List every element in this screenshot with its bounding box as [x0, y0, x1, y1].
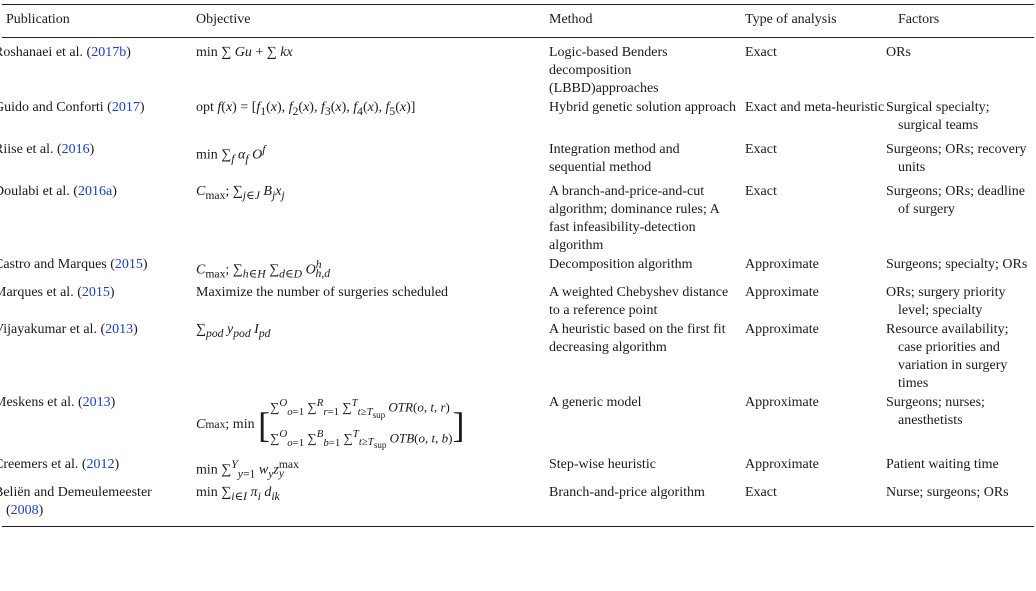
cell-publication: Guido and Conforti (2017) [0, 98, 192, 140]
header-analysis: Type of analysis [741, 4, 894, 38]
publication-close-paren: ) [142, 257, 148, 272]
cell-method: Logic-based Benders decomposition (LBBD)… [549, 45, 668, 96]
publication-authors: Vijayakumar et al. ( [0, 322, 106, 338]
publication-close-paren: ) [89, 142, 95, 157]
table-row: Guido and Conforti (2017)opt f(x) = [f1(… [0, 98, 1034, 140]
cell-analysis: Approximate [745, 395, 819, 411]
citation-year-link[interactable]: 2016 [61, 142, 90, 157]
cell-method: A generic model [549, 395, 642, 411]
header-row: Publication Objective Method Type of ana… [2, 4, 1034, 38]
publications-table: Publication Objective Method Type of ana… [0, 4, 1034, 528]
table-row: Beliën and Demeulemeester (2008)min ∑i∈I… [0, 483, 1034, 528]
publication-close-paren: ) [110, 395, 116, 411]
cell-factors: ORs; surgery priority level; specialty [886, 285, 1006, 319]
publication-authors: Doulabi et al. ( [0, 184, 78, 199]
cell-method: A weighted Chebyshev distance to a refer… [549, 285, 729, 319]
citation-year-link[interactable]: 2015 [81, 285, 110, 301]
cell-objective: min ∑f αf Of [196, 143, 266, 166]
citation-year-link[interactable]: 2016a [77, 184, 113, 199]
cell-publication: Riise et al. (2016) [0, 140, 192, 182]
cell-objective: Cmax; ∑h∈H ∑d∈D Ohh,d [196, 258, 331, 281]
publication-authors: Marques et al. ( [0, 285, 82, 301]
cell-factors: Surgeons; ORs; deadline of surgery [886, 184, 1025, 217]
publication-close-paren: ) [112, 184, 117, 199]
publication-close-paren: ) [133, 322, 138, 338]
cell-factors: ORs [886, 45, 911, 60]
cell-method: Branch-and-price algorithm [545, 483, 741, 528]
cell-publication: Creemers et al. (2012) [0, 455, 192, 483]
cell-method: A branch-and-price-and-cut algorithm; do… [549, 184, 719, 253]
cell-factors: Surgeons; nurses; anesthetists [886, 395, 985, 429]
cell-publication: Doulabi et al. (2016a) [0, 182, 192, 255]
cell-objective: min ∑Yy=1 wyzmaxy [196, 457, 299, 481]
cell-analysis: Approximate [745, 257, 819, 272]
cell-objective: opt f(x) = [f1(x), f2(x), f3(x), f4(x), … [196, 100, 416, 118]
citation-year-link[interactable]: 2008 [10, 503, 39, 519]
cell-factors: Surgeons; specialty; ORs [886, 257, 1028, 272]
table-row: Castro and Marques (2015)Cmax; ∑h∈H ∑d∈D… [0, 255, 1034, 283]
cell-analysis: Approximate [745, 285, 819, 301]
publication-close-paren: ) [139, 100, 145, 115]
cell-factors: Resource availability; case priorities a… [886, 322, 1009, 392]
cell-analysis: Exact [745, 45, 777, 60]
publication-authors: Riise et al. ( [0, 142, 62, 157]
cell-analysis: Approximate [745, 456, 819, 472]
publication-close-paren: ) [109, 285, 115, 301]
cell-publication: Vijayakumar et al. (2013) [0, 320, 192, 393]
citation-year-link[interactable]: 2017 [111, 100, 140, 115]
cell-publication: Meskens et al. (2013) [0, 393, 192, 454]
cell-method: Integration method and sequential method [549, 142, 680, 175]
table-row: Roshanaei et al. (2017b) min ∑ Gu + ∑ kx L… [0, 38, 1034, 99]
cell-factors: Surgical specialty; surgical teams [886, 100, 990, 133]
publication-authors: Castro and Marques ( [0, 257, 115, 272]
publication-close-paren: ) [38, 503, 44, 519]
header-publication: Publication [2, 4, 192, 38]
cell-analysis: Exact and meta-heuristic [745, 100, 885, 115]
cell-objective: ∑pod ypod Ipd [196, 322, 271, 341]
header-objective: Objective [192, 4, 545, 38]
cell-factors: Patient waiting time [886, 456, 999, 472]
cell-objective: Cmax; ∑j∈J Bjxj [196, 184, 285, 202]
cell-publication: Castro and Marques (2015) [0, 255, 192, 283]
cell-publication: Marques et al. (2015) [0, 283, 192, 320]
cell-method: Decomposition algorithm [549, 257, 693, 272]
publication-authors: Guido and Conforti ( [0, 100, 112, 115]
citation-year-link[interactable]: 2013 [82, 395, 111, 411]
cell-method: Hybrid genetic solution approach [549, 100, 737, 115]
cell-factors: Surgeons; ORs; recovery units [886, 142, 1027, 175]
publication-authors: Roshanaei et al. ( [0, 45, 92, 60]
cell-factors: Nurse; surgeons; ORs [886, 483, 1034, 528]
publication-close-paren: ) [114, 456, 120, 472]
cell-publication: Beliën and Demeulemeester (2008) [0, 483, 192, 528]
cell-publication: Roshanaei et al. (2017b) [0, 38, 192, 99]
cell-analysis: Exact [741, 483, 894, 528]
header-method: Method [545, 4, 741, 38]
publication-authors: Meskens et al. ( [0, 395, 83, 411]
cell-method: Step-wise heuristic [549, 456, 656, 472]
citation-year-link[interactable]: 2012 [86, 456, 115, 472]
cell-objective: min ∑i∈I πi dik [192, 483, 545, 528]
citation-year-link[interactable]: 2013 [105, 322, 134, 338]
citation-year-link[interactable]: 2015 [114, 257, 143, 272]
publication-authors: Creemers et al. ( [0, 456, 87, 472]
cell-objective: Maximize the number of surgeries schedul… [196, 285, 449, 301]
publication-authors: Beliën and Demeulemeester ( [0, 485, 152, 519]
citation-year-link[interactable]: 2017b [91, 45, 127, 60]
publication-close-paren: ) [126, 45, 131, 60]
header-factors: Factors [894, 4, 1034, 38]
table-row: Marques et al. (2015)Maximize the number… [0, 283, 1034, 320]
cell-objective: min ∑ Gu + ∑ kx [196, 45, 293, 60]
cell-method: A heuristic based on the first fit decre… [549, 322, 726, 356]
cell-analysis: Exact [745, 184, 777, 199]
cell-analysis: Exact [745, 142, 777, 157]
cell-analysis: Approximate [745, 322, 819, 338]
